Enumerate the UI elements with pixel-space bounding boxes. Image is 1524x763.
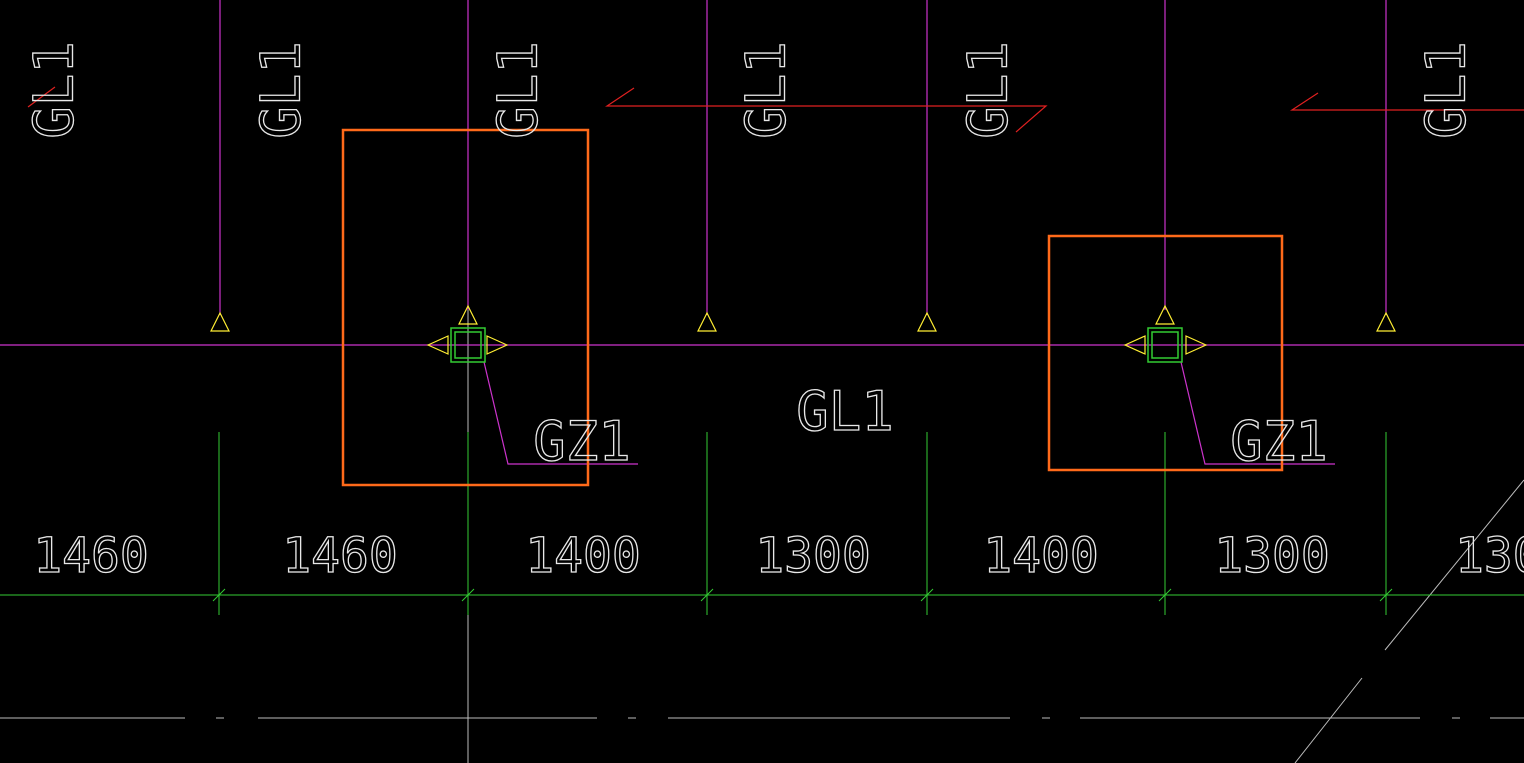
selected-column-outline[interactable] (341, 128, 590, 487)
leader-line-GZ1 (483, 361, 638, 465)
vertical-labels: GL1 GL1 GL1 GL1 GL1 GL1 (22, 41, 1478, 140)
dimension-tick (700, 588, 714, 602)
dimension-value[interactable]: 1300 (755, 527, 872, 584)
dimension-value[interactable]: 1400 (983, 527, 1100, 584)
horizontal-labels: GL1 GZ1 GZ1 (533, 379, 1329, 473)
column-label[interactable]: GZ1 (533, 409, 632, 473)
vertical-beam-label[interactable]: GL1 (956, 41, 1020, 140)
vertical-beam-label[interactable]: GL1 (1414, 41, 1478, 140)
dimension-value[interactable]: 1460 (282, 527, 399, 584)
support-triangle-marker[interactable] (697, 311, 717, 332)
grip-arrow-right-icon[interactable] (486, 335, 509, 355)
column-label[interactable]: GZ1 (1230, 409, 1329, 473)
dimension-value[interactable]: 1300 (1214, 527, 1331, 584)
support-triangle-marker[interactable] (917, 311, 937, 332)
red-lines (27, 86, 1524, 133)
grip-arrow-right-icon[interactable] (1185, 335, 1208, 355)
dimension-value[interactable]: 1400 (525, 527, 642, 584)
white-diagonal-line (1294, 677, 1363, 763)
grip-square-outer-icon[interactable] (1147, 327, 1183, 363)
dimension-tick (461, 588, 475, 602)
vertical-beam-label[interactable]: GL1 (22, 41, 86, 140)
grip-square-outer-icon[interactable] (450, 327, 486, 363)
grip-square-inner-icon[interactable] (454, 331, 482, 359)
support-triangle-marker[interactable] (1376, 311, 1396, 332)
grip-square-inner-icon[interactable] (1151, 331, 1179, 359)
grip-arrow-up-icon[interactable] (458, 304, 478, 325)
dimension-tick (1379, 588, 1393, 602)
orange-selection-boxes (341, 128, 1284, 487)
white-diagonal-line (1384, 479, 1524, 651)
grip-handle-1[interactable] (426, 304, 509, 363)
grip-arrow-up-icon[interactable] (1155, 304, 1175, 325)
red-section-marker (605, 87, 1048, 133)
grip-handle-2[interactable] (1123, 304, 1208, 363)
yellow-markers (210, 311, 1396, 332)
grip-arrow-left-icon[interactable] (426, 335, 449, 355)
dimension-value[interactable]: 1300 (1454, 527, 1524, 584)
dimension-tick (920, 588, 934, 602)
grip-arrow-left-icon[interactable] (1123, 335, 1146, 355)
magenta-lines (0, 0, 1524, 465)
support-triangle-marker[interactable] (210, 311, 230, 332)
green-dimension-lines (0, 432, 1524, 615)
red-tick (27, 86, 56, 108)
dimension-tick (212, 588, 226, 602)
selected-column-outline[interactable] (1047, 234, 1284, 472)
vertical-beam-label[interactable]: GL1 (249, 41, 313, 140)
vertical-beam-label[interactable]: GL1 (734, 41, 798, 140)
beam-label[interactable]: GL1 (796, 379, 895, 443)
leader-line-GZ1 (1180, 361, 1335, 465)
dimension-value[interactable]: 1460 (33, 527, 150, 584)
dimension-tick (1158, 588, 1172, 602)
vertical-beam-label[interactable]: GL1 (486, 41, 550, 140)
dimension-texts: 1460 1460 1400 1300 1400 1300 1300 (33, 527, 1524, 584)
red-section-marker (1289, 92, 1524, 111)
